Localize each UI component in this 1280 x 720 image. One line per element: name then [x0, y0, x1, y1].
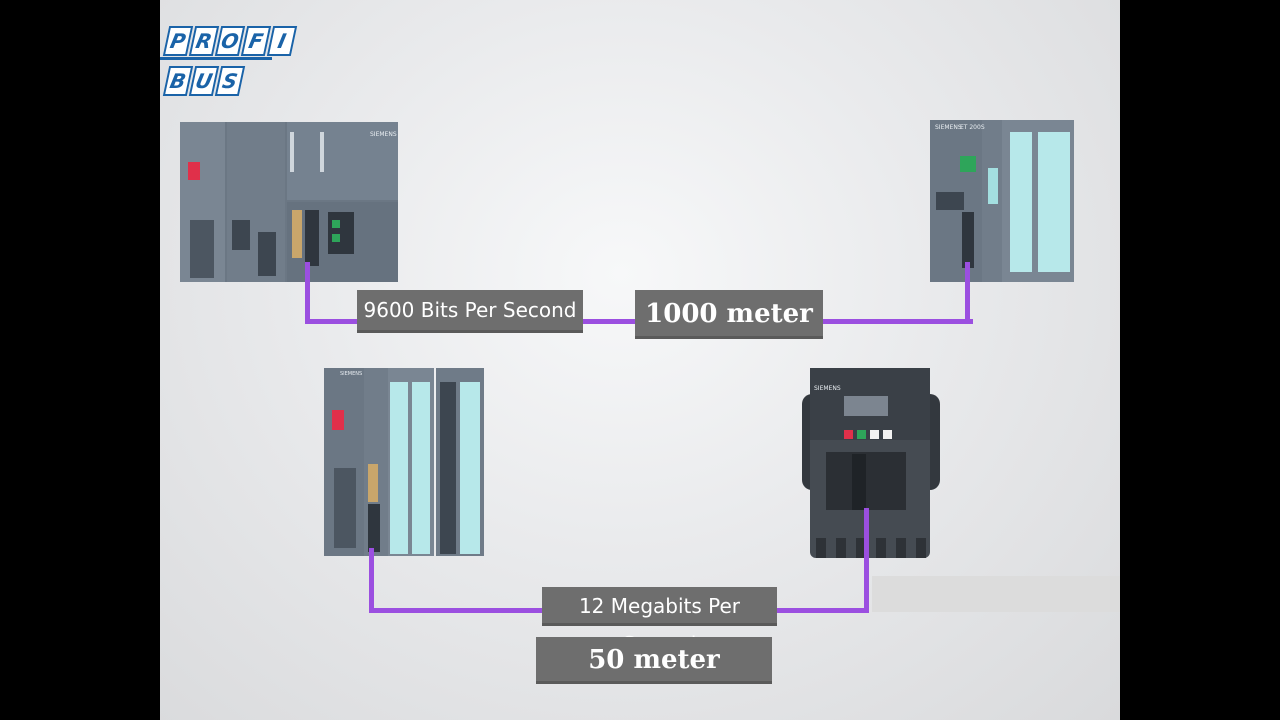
profibus-cable: [369, 548, 374, 613]
logo-letter: S: [214, 66, 246, 96]
et200s-module-top-right: SIEMENS ET 200S: [930, 120, 1074, 282]
profibus-logo: P R O F I B U S: [160, 26, 298, 98]
top-baud-rate-label: 9600 Bits Per Second: [357, 290, 583, 333]
background-strip: [872, 576, 1120, 612]
logo-line-1: P R O F I: [162, 26, 298, 56]
profibus-cable: [864, 508, 869, 613]
device-brand: SIEMENS: [814, 385, 841, 392]
device-brand: SIEMENS: [935, 124, 962, 131]
logo-bar: [160, 57, 272, 60]
top-distance-label: 1000 meter: [635, 290, 823, 339]
device-brand: SIEMENS: [340, 371, 362, 377]
profibus-cable: [965, 262, 970, 324]
video-frame: P R O F I B U S SIEMENS: [160, 0, 1120, 720]
plc-rack-top-left: SIEMENS: [180, 122, 398, 282]
bottom-baud-rate-label: 12 Megabits Per Second: [542, 587, 777, 656]
logo-letter: I: [266, 26, 298, 56]
device-model: ET 200S: [960, 124, 985, 131]
plc-rack-bottom-left: SIEMENS: [324, 368, 484, 556]
logo-line-2: B U S: [162, 66, 246, 96]
device-brand: SIEMENS: [370, 131, 397, 138]
profibus-cable: [305, 262, 310, 324]
bottom-distance-label: 50 meter: [536, 637, 772, 684]
variable-frequency-drive: SIEMENS: [802, 368, 940, 558]
